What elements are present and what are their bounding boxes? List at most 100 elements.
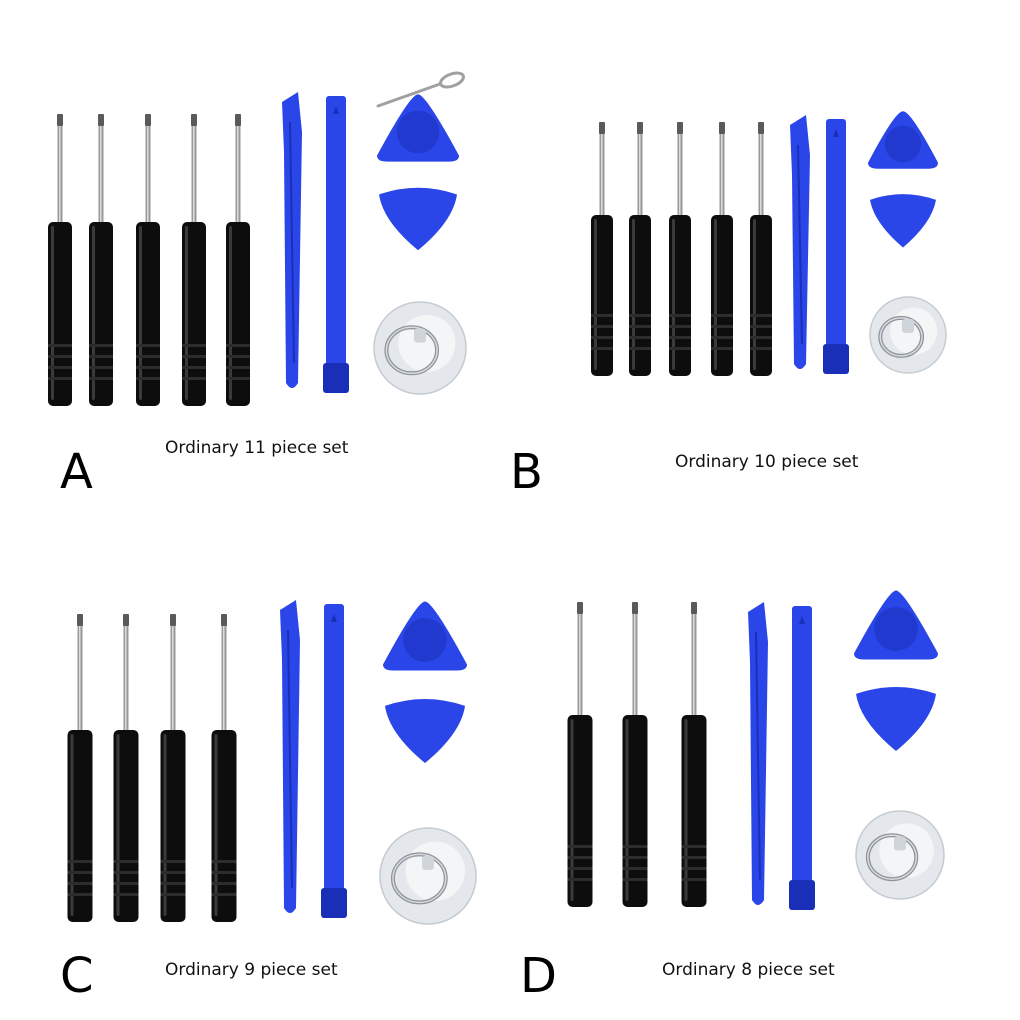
grip-ring <box>591 336 613 339</box>
pry-bar-body <box>792 606 812 884</box>
grip-ring <box>136 355 160 358</box>
grip-ring <box>591 347 613 350</box>
pry-bar <box>823 119 849 374</box>
screwdriver-tip <box>170 614 176 626</box>
grip-ring <box>89 344 113 347</box>
suction-cup <box>855 810 945 900</box>
grip-ring <box>669 325 691 328</box>
screwdriver <box>681 602 707 907</box>
pick-body <box>379 187 457 251</box>
ring-mount <box>894 836 906 851</box>
guitar-pick <box>385 699 465 764</box>
guitar-pick <box>870 194 936 248</box>
grip-ring <box>136 344 160 347</box>
grip-ring <box>567 845 593 848</box>
grip-ring <box>711 314 733 317</box>
set-letter: A <box>60 444 93 500</box>
grip-ring <box>211 860 237 863</box>
screwdriver-tip <box>677 122 683 134</box>
screwdriver-tip <box>577 602 583 614</box>
grip-ring <box>48 366 72 369</box>
pry-bar <box>790 115 810 369</box>
grip-ring <box>711 347 733 350</box>
grip-ring <box>629 336 651 339</box>
grip-ring <box>160 882 186 885</box>
arrow-icon <box>331 614 337 622</box>
grip-ring <box>750 347 772 350</box>
grip-ring <box>669 347 691 350</box>
screwdriver <box>136 114 160 406</box>
grip-ring <box>567 878 593 881</box>
screwdriver <box>750 122 772 376</box>
tool-set-panel-c: C Ordinary 9 piece set <box>0 510 510 1020</box>
screwdriver-tip <box>235 114 241 126</box>
grip-ring <box>160 860 186 863</box>
grip-ring <box>226 377 250 380</box>
set-letter: D <box>520 948 557 1004</box>
grip-ring <box>113 860 139 863</box>
grip-ring <box>48 377 72 380</box>
tool-set-illustration <box>567 590 945 910</box>
grip-ring <box>67 882 93 885</box>
pry-bar-end <box>323 363 349 393</box>
pry-bar <box>748 602 768 905</box>
ring-mount <box>422 855 434 870</box>
set-caption: Ordinary 10 piece set <box>675 452 859 472</box>
screwdriver <box>113 614 139 922</box>
screwdriver <box>629 122 651 376</box>
grip-ring <box>711 325 733 328</box>
grip-ring <box>136 366 160 369</box>
grip-ring <box>67 871 93 874</box>
grip-ring <box>211 882 237 885</box>
tool-set-illustration <box>67 600 477 925</box>
grip-ring <box>622 878 648 881</box>
screwdriver-tip <box>758 122 764 134</box>
triangle-pick <box>377 94 459 162</box>
screwdriver-tip <box>691 602 697 614</box>
set-letter: B <box>510 444 543 500</box>
screwdriver <box>160 614 186 922</box>
screwdriver-tip <box>637 122 643 134</box>
tool-set-panel-d: D Ordinary 8 piece set <box>510 510 1020 1020</box>
suction-cup <box>373 301 467 395</box>
grip-ring <box>681 856 707 859</box>
grip-ring <box>182 366 206 369</box>
suction-cup <box>869 296 947 374</box>
screwdriver-tip <box>145 114 151 126</box>
grip-ring <box>160 893 186 896</box>
set-caption: Ordinary 8 piece set <box>662 960 835 980</box>
grip-ring <box>669 336 691 339</box>
screwdriver-tip <box>57 114 63 126</box>
pry-bar-end <box>789 880 815 910</box>
pick-grip <box>874 607 918 651</box>
grip-ring <box>67 860 93 863</box>
ring-mount <box>902 319 914 334</box>
pry-bar <box>321 604 347 918</box>
pry-bar-end <box>823 344 849 374</box>
screwdriver-tip <box>123 614 129 626</box>
grip-ring <box>567 856 593 859</box>
grip-ring <box>89 366 113 369</box>
grip-ring <box>182 344 206 347</box>
grip-ring <box>136 377 160 380</box>
suction-cup <box>379 827 477 925</box>
screwdriver-tip <box>77 614 83 626</box>
screwdriver <box>89 114 113 406</box>
grip-ring <box>622 867 648 870</box>
grip-ring <box>160 871 186 874</box>
screwdriver <box>567 602 593 907</box>
screwdriver <box>226 114 250 406</box>
guitar-pick <box>856 687 936 752</box>
pry-bar-end <box>321 888 347 918</box>
grip-ring <box>591 325 613 328</box>
screwdriver <box>211 614 237 922</box>
arrow-icon <box>333 106 339 114</box>
grip-ring <box>89 355 113 358</box>
grip-ring <box>211 871 237 874</box>
pick-body <box>870 194 936 248</box>
guitar-pick <box>379 187 457 251</box>
pry-bar-body <box>324 604 344 892</box>
screwdriver <box>182 114 206 406</box>
screwdriver-tip <box>632 602 638 614</box>
grip-ring <box>750 325 772 328</box>
